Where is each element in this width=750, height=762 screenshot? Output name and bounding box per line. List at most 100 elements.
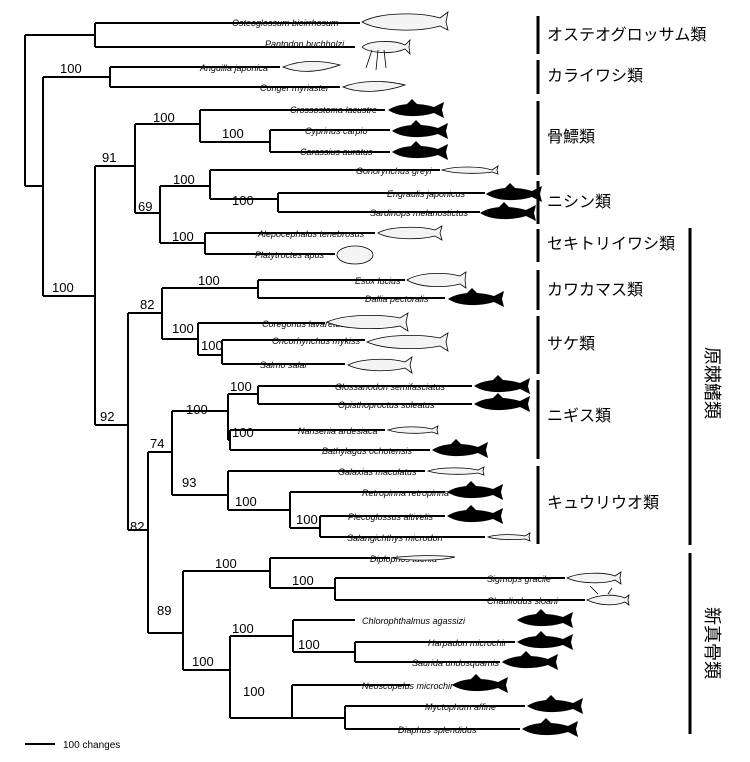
support-value: 82 xyxy=(130,519,144,534)
taxon-label: Osteoglossum bicirrhosum xyxy=(232,18,339,28)
support-value: 100 xyxy=(298,637,320,652)
taxon-label: Diaphus splendidus xyxy=(398,725,477,735)
taxon-label: Crossostoma lacustre xyxy=(290,105,377,115)
support-value: 93 xyxy=(182,475,196,490)
fish-icon xyxy=(336,245,374,265)
taxon-label: Retropinna retropinna xyxy=(362,488,449,498)
group-label-esociformes: カワカマス類 xyxy=(547,280,643,299)
support-value: 100 xyxy=(235,494,257,509)
fish-icon xyxy=(426,466,485,476)
fish-icon xyxy=(361,38,411,56)
support-value: 100 xyxy=(243,684,265,699)
fish-icon xyxy=(447,505,503,524)
fish-icon xyxy=(386,425,439,435)
fish-icon xyxy=(474,393,530,412)
taxon-label: Sigmops gracile xyxy=(487,574,551,584)
taxon-label: Anguilla japonica xyxy=(199,63,268,73)
group-label-clupeiformes: ニシン類 xyxy=(547,192,611,211)
fish-icon xyxy=(440,165,499,175)
support-value: 100 xyxy=(292,573,314,588)
support-value: 100 xyxy=(222,126,244,141)
support-value: 100 xyxy=(230,379,252,394)
taxon-label: Platytroctes apus xyxy=(255,250,325,260)
taxon-label: Chauliodus sloani xyxy=(487,596,559,606)
vertical-group-labels: 原棘鰭類 新真骨類 xyxy=(701,347,722,679)
support-value: 100 xyxy=(186,402,208,417)
support-value: 100 xyxy=(198,273,220,288)
taxon-label: Sardinops melanostictus xyxy=(370,208,469,218)
scale-label: 100 changes xyxy=(63,740,120,751)
support-value: 100 xyxy=(52,280,74,295)
fish-icon xyxy=(527,695,583,714)
support-value: 100 xyxy=(153,110,175,125)
group-label-protacanthopterygii: 原棘鰭類 xyxy=(701,347,722,419)
group-label-neoteleostei: 新真骨類 xyxy=(701,607,722,679)
fish-icon xyxy=(392,141,448,160)
support-value: 100 xyxy=(192,654,214,669)
fish-icon xyxy=(377,225,443,241)
fish-icon xyxy=(517,609,573,628)
support-value: 100 xyxy=(232,193,254,208)
taxon-label: Engraulis japonicus xyxy=(387,189,466,199)
group-label-alepocephaloidei: セキトリイワシ類 xyxy=(547,234,675,253)
fish-icon xyxy=(452,674,508,693)
taxon-label: Dallia pectoralis xyxy=(365,294,429,304)
fish-icon xyxy=(586,594,630,606)
taxon-label: Coregonus lavaretus xyxy=(262,319,346,329)
group-labels: オステオグロッサム類 カライワシ類 骨鰾類 ニシン類 セキトリイワシ類 カワカマ… xyxy=(547,25,706,512)
taxon-label: Chlorophthalmus agassizi xyxy=(362,616,466,626)
taxon-label: Saurida undosquamis xyxy=(412,658,500,668)
taxon-label: Salmo salar xyxy=(260,360,309,370)
support-value: 100 xyxy=(201,338,223,353)
fish-icon xyxy=(406,271,467,289)
fish-icon xyxy=(502,651,558,670)
eel-icon xyxy=(281,61,342,72)
taxon-label: Esox lucius xyxy=(355,276,401,286)
fish-icon xyxy=(474,375,530,394)
fish-icon xyxy=(522,718,578,737)
taxon-label: Salangichthys microdon xyxy=(347,533,443,543)
fish-icon xyxy=(366,332,449,352)
fish-icon xyxy=(432,439,488,458)
taxon-label: Alepocephalus tenebrosus xyxy=(257,229,365,239)
group-label-osmeriformes: キュウリウオ類 xyxy=(547,493,659,512)
support-value: 100 xyxy=(172,229,194,244)
support-value: 74 xyxy=(150,436,164,451)
taxon-label: Myctophum affine xyxy=(425,702,496,712)
fish-icon xyxy=(347,356,413,374)
fin-icon xyxy=(365,49,387,71)
taxon-label: Harpadon microchir xyxy=(428,638,508,648)
support-value: 100 xyxy=(232,425,254,440)
fin-icon xyxy=(589,585,613,595)
fish-icon xyxy=(391,555,456,561)
taxon-label: Glossanodon semifasciatus xyxy=(335,382,446,392)
taxon-label: Conger myriaster xyxy=(260,83,330,93)
fish-icon xyxy=(480,202,536,221)
fish-icon xyxy=(517,631,573,650)
support-value: 100 xyxy=(232,621,254,636)
support-values: 100 100 100 91 69 100 100 100 82 100 100… xyxy=(52,61,320,699)
taxon-label: Pantodon buchholzi xyxy=(265,39,345,49)
taxon-labels: Osteoglossum bicirrhosum Pantodon buchho… xyxy=(199,18,559,735)
taxon-label: Bathylagus ochotensis xyxy=(322,446,413,456)
taxon-label: Gonorynchus greyi xyxy=(356,166,433,176)
fish-icon xyxy=(392,120,448,139)
fish-icon xyxy=(448,288,504,307)
support-value: 91 xyxy=(102,150,116,165)
support-value: 92 xyxy=(100,409,114,424)
group-label-elopomorpha: カライワシ類 xyxy=(547,66,643,85)
group-brackets xyxy=(536,16,692,734)
support-value: 69 xyxy=(138,199,152,214)
support-value: 100 xyxy=(172,321,194,336)
taxon-label: Neoscopelus microchir xyxy=(362,681,454,691)
support-value: 100 xyxy=(173,172,195,187)
fish-icon xyxy=(566,571,622,585)
fish-icon xyxy=(361,11,449,31)
scale-bar: 100 changes xyxy=(25,740,120,751)
fish-icon xyxy=(447,481,503,500)
support-value: 100 xyxy=(296,512,318,527)
fish-icon xyxy=(388,99,444,118)
taxon-label: Carassius auratus xyxy=(300,147,373,157)
taxon-label: Oncorhynchus mykiss xyxy=(272,336,361,346)
support-value: 100 xyxy=(60,61,82,76)
